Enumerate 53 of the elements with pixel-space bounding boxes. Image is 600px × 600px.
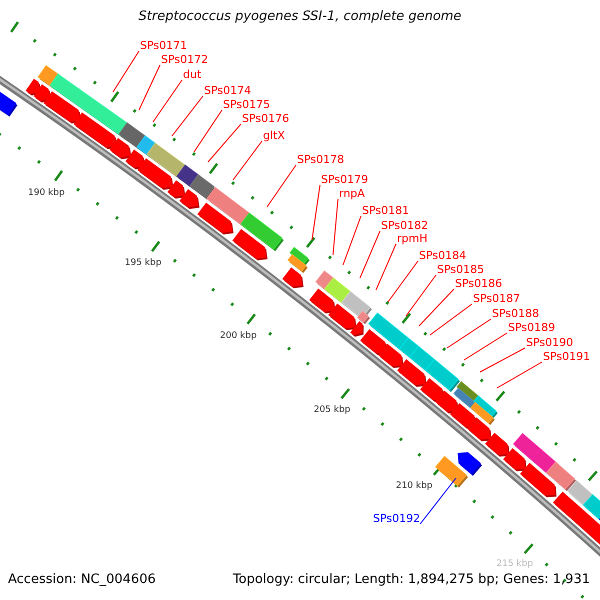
scale-label: 190 kbp bbox=[27, 186, 66, 199]
leader-line bbox=[266, 164, 296, 208]
leader-line bbox=[232, 140, 262, 180]
scale-label: 210 kbp bbox=[394, 480, 434, 492]
gene-label: SPs0192 bbox=[373, 513, 420, 525]
scale-label: 205 kbp bbox=[312, 404, 352, 416]
leader-line bbox=[446, 318, 492, 348]
leader-line bbox=[376, 244, 396, 290]
gene-label: SPs0172 bbox=[161, 54, 208, 66]
leader-line bbox=[138, 64, 160, 110]
leader-line bbox=[388, 260, 418, 302]
leader-line bbox=[208, 124, 242, 162]
gene-label: SPs0186 bbox=[455, 278, 502, 290]
leader-line bbox=[406, 274, 436, 316]
leader-line bbox=[464, 332, 508, 360]
leader-line bbox=[342, 216, 362, 266]
gene-label: SPs0190 bbox=[526, 337, 574, 349]
leader-line bbox=[112, 50, 140, 92]
gene-label: SPs0189 bbox=[508, 322, 556, 334]
gene-label: gltX bbox=[263, 130, 285, 142]
map-title: Streptococcus pyogenes SSI-1, complete genome bbox=[138, 11, 462, 23]
footer-text: Accession: NC_004606 bbox=[8, 574, 156, 586]
leader-line bbox=[496, 362, 542, 388]
gene-label: SPs0185 bbox=[437, 264, 484, 276]
leader-line bbox=[480, 348, 526, 372]
gene-label: SPs0179 bbox=[321, 174, 368, 186]
leader-line bbox=[360, 230, 380, 278]
gene-label: SPs0184 bbox=[419, 250, 466, 262]
gene-label: SPs0171 bbox=[140, 40, 188, 52]
gene-label: SPs0188 bbox=[492, 308, 540, 320]
gene-label: SPs0181 bbox=[362, 205, 410, 217]
gene-label: SPs0176 bbox=[242, 113, 290, 125]
leader-line bbox=[194, 110, 222, 152]
scale-label: 200 kbp bbox=[219, 330, 258, 342]
gene-label: SPs0191 bbox=[543, 351, 590, 363]
gene-label: rnpA bbox=[339, 188, 365, 200]
gene-label: SPs0178 bbox=[297, 154, 344, 166]
gene-label: SPs0174 bbox=[204, 85, 252, 97]
gene-label: SPs0175 bbox=[223, 99, 270, 111]
gene-label: SPs0182 bbox=[381, 220, 428, 232]
leader-line bbox=[418, 288, 454, 326]
scale-label: 195 kbp bbox=[124, 257, 162, 270]
leader-line bbox=[420, 478, 456, 524]
leader-line bbox=[332, 198, 338, 256]
gene-label: dut bbox=[183, 69, 202, 81]
gene-label: rpmH bbox=[397, 233, 428, 245]
leader-line bbox=[172, 96, 204, 136]
leader-line bbox=[152, 80, 182, 122]
leader-line bbox=[430, 304, 472, 336]
gene-label: SPs0187 bbox=[473, 293, 520, 305]
footer-text: Topology: circular; Length: 1,894,275 bp; Genes: 1,931 bbox=[232, 574, 590, 586]
scale-label: 215 kbp bbox=[495, 558, 534, 570]
leader-line bbox=[312, 184, 320, 240]
